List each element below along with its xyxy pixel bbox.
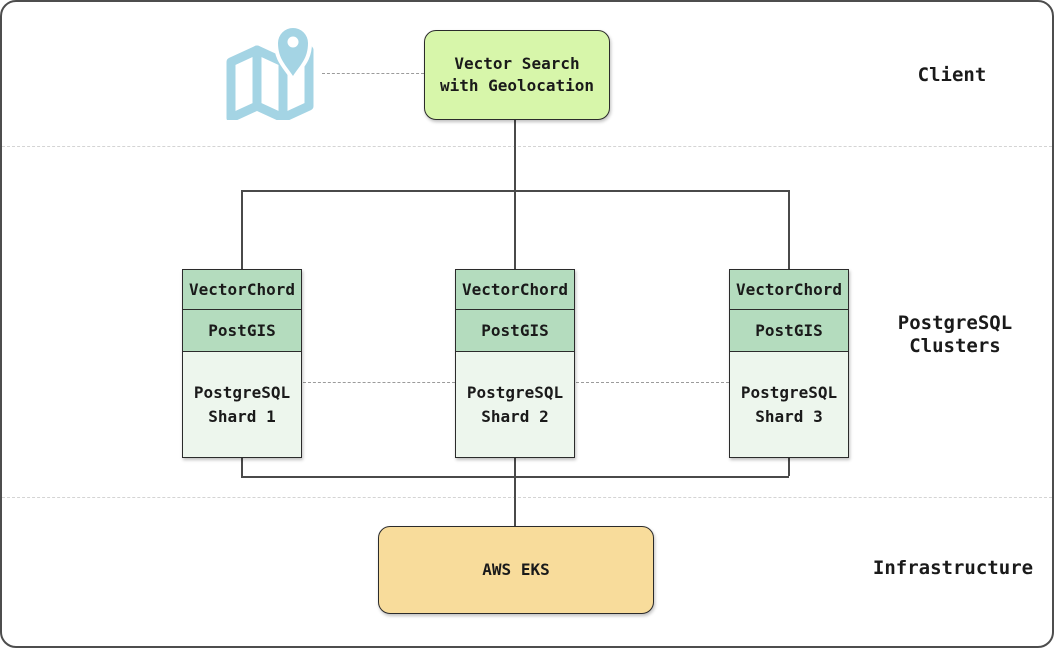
node-label: Vector Search with Geolocation — [439, 54, 595, 95]
layer-vectorchord: VectorChord — [183, 270, 301, 310]
connector-bus-to-shard3 — [788, 190, 790, 269]
node-label: AWS EKS — [482, 560, 550, 580]
pin-shape — [278, 28, 308, 76]
dashed-link-icon-to-client — [322, 73, 424, 74]
layer-label: VectorChord — [462, 280, 568, 299]
node-postgresql-shard-3: VectorChord PostGIS PostgreSQL Shard 3 — [729, 269, 849, 458]
node-postgresql-shard-1: VectorChord PostGIS PostgreSQL Shard 1 — [182, 269, 302, 458]
node-vector-search-with-geolocation: Vector Search with Geolocation — [424, 30, 610, 120]
lane-divider-clusters-infra — [2, 497, 1052, 498]
layer-postgis: PostGIS — [456, 310, 574, 352]
layer-postgis: PostGIS — [183, 310, 301, 352]
layer-label: VectorChord — [189, 280, 295, 299]
node-aws-eks: AWS EKS — [378, 526, 654, 614]
lane-label-client: Client — [917, 64, 987, 86]
shard-name: PostgreSQL Shard 2 — [456, 352, 574, 457]
lane-label-postgresql-clusters: PostgreSQL Clusters — [897, 312, 1013, 358]
shard-name: PostgreSQL Shard 1 — [183, 352, 301, 457]
layer-postgis: PostGIS — [730, 310, 848, 352]
connector-shard2-to-eks — [514, 458, 516, 526]
dashed-link-shard1-shard2 — [303, 382, 455, 383]
shard-name: PostgreSQL Shard 3 — [730, 352, 848, 457]
dashed-link-shard2-shard3 — [576, 382, 729, 383]
connector-bus-to-shard1 — [241, 190, 243, 269]
layer-label: PostGIS — [481, 321, 549, 340]
pin-hole — [287, 36, 299, 48]
connector-shard3-to-bus — [788, 458, 790, 476]
connector-top-bus — [241, 190, 789, 192]
layer-vectorchord: VectorChord — [456, 270, 574, 310]
connector-client-to-shard2 — [514, 120, 516, 269]
lane-divider-client-clusters — [2, 146, 1052, 147]
map-geolocation-icon — [226, 26, 314, 120]
connector-shard1-to-bus — [241, 458, 243, 476]
layer-label: PostGIS — [755, 321, 823, 340]
node-postgresql-shard-2: VectorChord PostGIS PostgreSQL Shard 2 — [455, 269, 575, 458]
lane-label-infrastructure: Infrastructure — [872, 557, 1034, 579]
layer-label: PostGIS — [208, 321, 276, 340]
layer-label: VectorChord — [736, 280, 842, 299]
layer-vectorchord: VectorChord — [730, 270, 848, 310]
